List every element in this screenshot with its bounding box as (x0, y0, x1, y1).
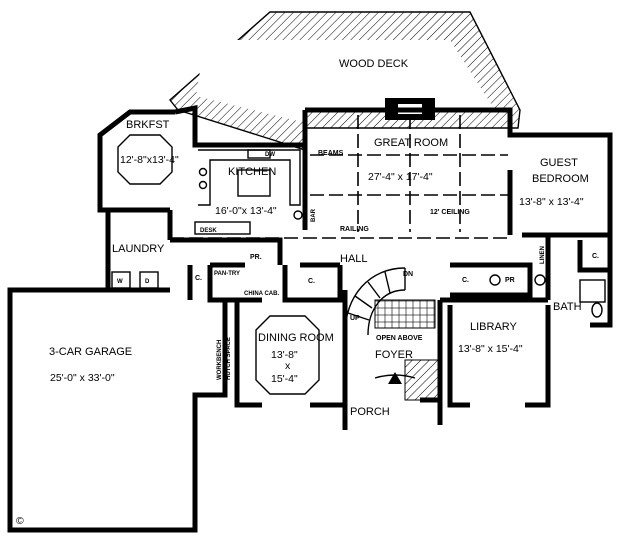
washer-label: W (117, 279, 123, 285)
beams (170, 115, 508, 239)
laundry-label: LAUNDRY (112, 243, 165, 255)
bookcase-label: BOOKCASE (479, 294, 514, 300)
hall-label: HALL (340, 253, 368, 265)
shlvs-label: SHLVS (235, 310, 241, 330)
workbench-label: WORKBENCH (217, 340, 223, 380)
pr-right-label: PR (505, 277, 515, 284)
copyright-label: © (16, 515, 24, 527)
desk-label: DESK (200, 228, 217, 234)
dining-dims-1: 13'-8" (271, 349, 298, 361)
great-room-dims: 27'-4" x 17'-4" (368, 171, 433, 183)
bath-fixtures (489, 274, 606, 318)
brkfst-dims: 12'-8"x13'-4" (120, 154, 179, 166)
brkfst-label: BRKFST (126, 119, 170, 131)
garage-label: 3-CAR GARAGE (49, 346, 132, 358)
up-label: UP (350, 315, 360, 322)
breakfast-bay (117, 134, 173, 185)
exterior-walls (7, 104, 613, 533)
wood-deck (169, 11, 521, 151)
kitchen-label: KITCHEN (228, 166, 276, 178)
bar-label: BAR (311, 208, 317, 222)
dryer-label: D (145, 279, 150, 285)
railing-label: RAILING (340, 226, 369, 233)
bath-label: BATH (553, 301, 582, 313)
guest-bedroom-dims: 13'-8" x 13'-4" (519, 196, 584, 208)
wood-deck-label: WOOD DECK (339, 58, 409, 70)
kitchen-counters (194, 149, 303, 235)
ceiling-label: 12' CEILING (430, 209, 470, 216)
open-above-label: OPEN ABOVE (376, 335, 423, 342)
closet-right-label: C. (462, 277, 469, 284)
closet-hall-label: C. (308, 278, 315, 285)
dining-dims-3: 15'-4" (271, 373, 298, 385)
pr-left-label: PR. (250, 254, 262, 261)
washer (111, 271, 131, 289)
dining-dims-2: x (285, 360, 291, 372)
dining-room-label: DINING ROOM (258, 332, 334, 344)
guest-label: GUEST (540, 157, 578, 169)
interior-walls (108, 170, 610, 303)
porch-label: PORCH (350, 406, 390, 418)
closet-bedroom-label: C. (592, 253, 599, 260)
dw-label: DW (265, 152, 275, 158)
closet-left-label: C. (195, 275, 202, 282)
kitchen-dims: 16'-0"x 13'-4" (215, 205, 277, 217)
china-cab-label: CHINA CAB. (244, 291, 279, 297)
dining-table (255, 315, 320, 395)
dryer (139, 271, 159, 289)
hutch-space-label: HUTCH SPACE (226, 337, 232, 380)
great-room-label: GREAT ROOM (374, 137, 448, 149)
library-label: LIBRARY (470, 321, 518, 333)
garage-dims: 25'-0" x 33'-0" (50, 372, 115, 384)
bedroom-label: BEDROOM (532, 173, 589, 185)
entry-arrow (388, 372, 402, 384)
dn-label: DN (403, 271, 413, 278)
pantry-label: PAN-TRY (214, 271, 240, 277)
beams-label: BEAMS (318, 150, 344, 157)
curved-staircase (344, 267, 436, 350)
foyer-label: FOYER (375, 349, 413, 361)
linen-label: LINEN (540, 246, 546, 264)
foyer-floor (404, 359, 441, 401)
library-dims: 13'-8" x 15'-4" (458, 343, 523, 355)
